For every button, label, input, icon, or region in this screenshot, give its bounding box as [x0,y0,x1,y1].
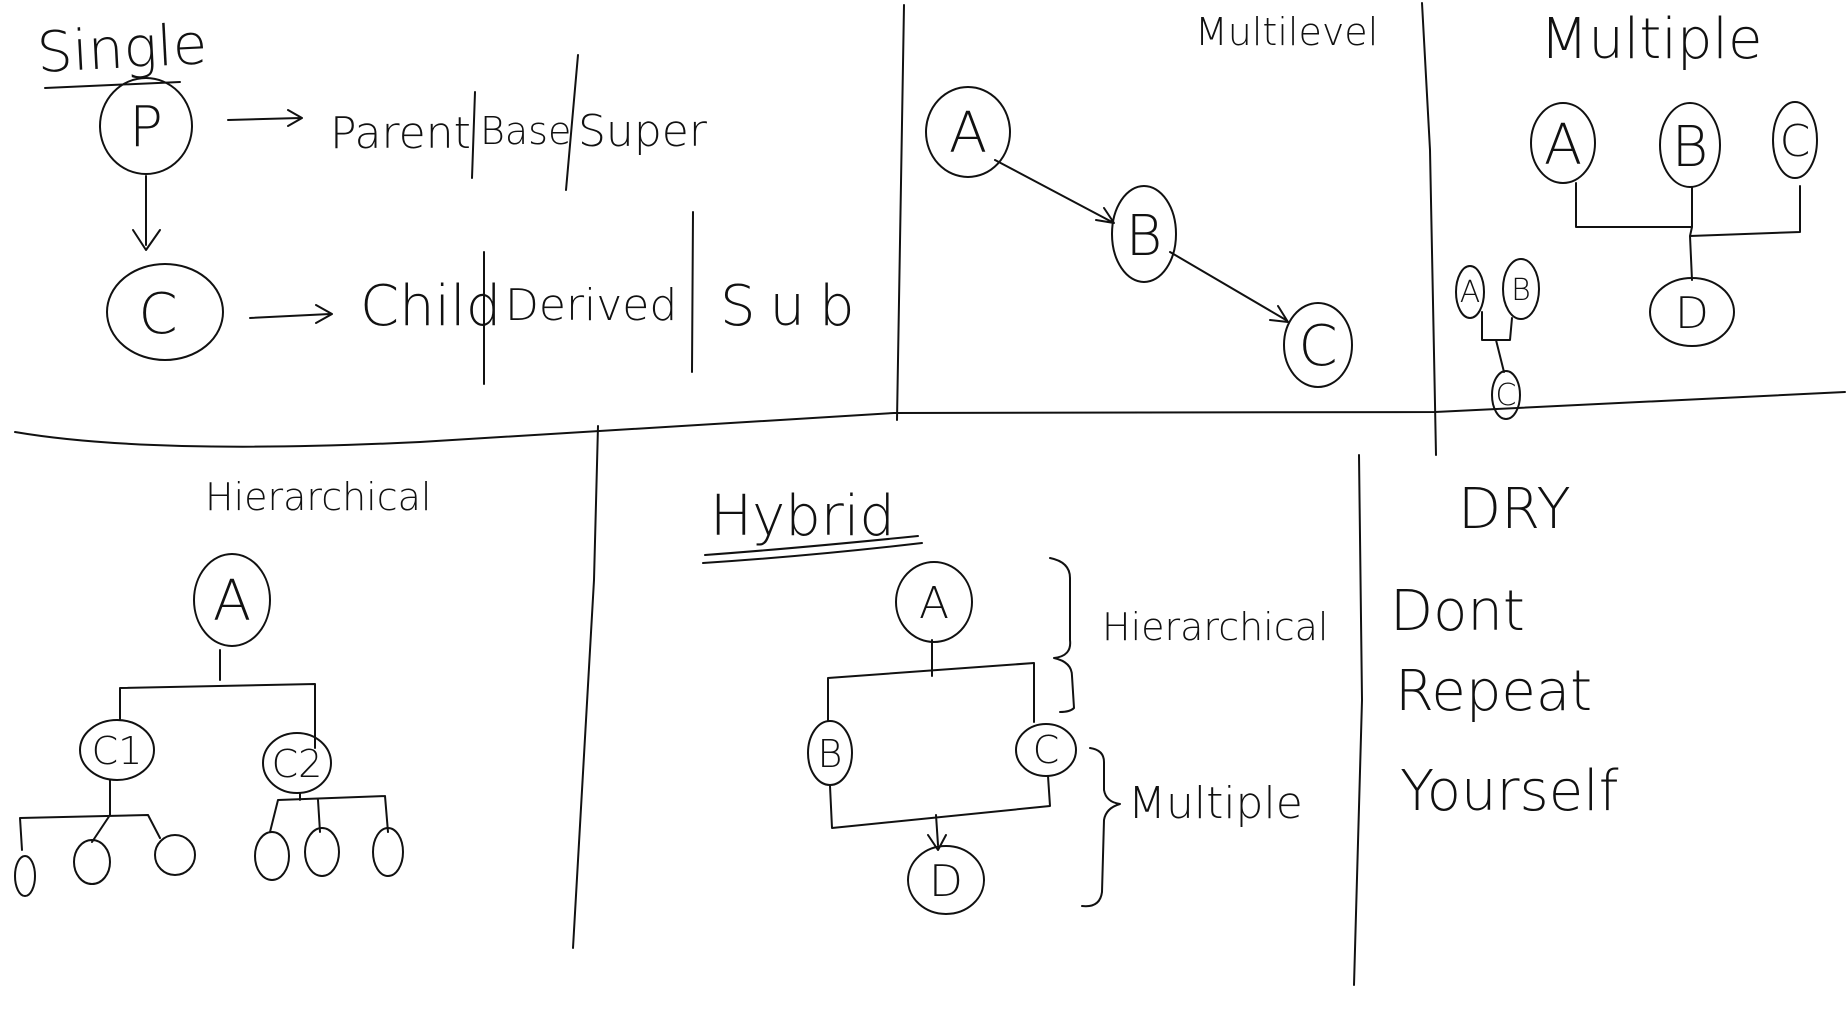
single-inherit-arrow [132,175,161,251]
node-b-label: B [818,732,843,776]
section-dividers [14,2,1846,986]
node-c-label: C [1780,116,1811,167]
node-c [106,263,224,361]
small-multiple-connectors [1481,311,1513,373]
leaf-node [304,827,340,877]
hybrid-bottom-connectors [829,775,1051,851]
leaf-node [372,827,404,877]
leaf-nodes [14,827,404,897]
node-b [807,720,853,786]
leaf-connectors [19,779,389,851]
hybrid-brace-hierarchical: Hierarchical [1102,605,1328,649]
node-a [193,553,271,647]
multiple-brace [1081,747,1121,908]
node-a [1530,102,1596,184]
node-p-label: P [129,95,163,160]
hierarchical-brace [1049,557,1075,713]
node-b [1111,185,1177,283]
node-a-label: A [949,101,987,166]
node-c [1772,101,1818,179]
small-node-a [1455,265,1485,319]
node-d-label: D [929,856,963,907]
hybrid-brace-multiple: Multiple [1128,778,1303,829]
hierarchical-connectors [119,649,316,749]
node-d [907,845,985,915]
dry-title: DRY [1458,477,1571,542]
child-term-derived: Derived [505,280,677,331]
edge-a-to-b [994,159,1115,224]
section-single: Single P C Parent Base Super Child Deriv… [35,12,869,385]
node-c-label: C [138,282,177,347]
dry-line-yourself: Yourself [1400,759,1619,824]
multilevel-title: Multilevel [1195,10,1378,54]
multiple-connectors [1575,182,1801,281]
small-node-a-label: A [1460,275,1481,310]
hierarchical-title: Hierarchical [205,475,431,519]
small-node-b [1502,258,1540,320]
parent-terms-arrow [227,109,303,127]
parent-term-super: Super [578,106,708,157]
parent-term-separator [565,54,579,191]
node-d [1649,277,1735,347]
node-c1-label: C1 [92,729,143,773]
child-term-sub: Sub [720,274,869,339]
node-d-label: D [1675,288,1709,339]
single-title: Single [35,12,208,86]
child-term-child: Child [360,274,501,339]
node-c-label: C [1033,728,1060,772]
child-terms-arrow [249,304,333,324]
section-hybrid: Hybrid A B C D Hierarchical Multiple [702,484,1328,915]
parent-term-base: Base [480,109,571,153]
node-c-label: C [1298,314,1337,379]
leaf-node [73,839,111,885]
node-c2-label: C2 [272,742,323,786]
node-c [1283,302,1353,388]
hybrid-top-connectors [827,639,1035,723]
section-multilevel: Multilevel A B C [925,10,1378,388]
hybrid-title-underline [702,535,923,564]
small-node-c-label: C [1496,378,1517,413]
node-c2 [262,732,332,794]
leaf-node [14,855,36,897]
section-dry: DRY Dont Repeat Yourself [1390,477,1619,824]
small-node-c [1491,370,1521,420]
dry-line-dont: Dont [1390,579,1525,644]
node-c [1015,723,1077,777]
node-b [1659,102,1721,188]
node-a [895,561,973,643]
hybrid-title: Hybrid [710,484,895,549]
dry-line-repeat: Repeat [1395,659,1592,724]
node-b-label: B [1126,204,1163,269]
small-node-b-label: B [1511,273,1531,308]
leaf-node [154,834,196,876]
node-c1 [79,719,155,781]
node-a [925,86,1011,178]
single-title-underline [44,81,181,89]
parent-term-separator [471,91,476,179]
parent-term-parent: Parent [330,108,471,159]
multiple-title: Multiple [1540,7,1762,72]
node-a-label: A [1544,113,1582,178]
node-p [99,77,193,175]
leaf-node [254,831,290,881]
node-a-label: A [213,569,251,634]
section-hierarchical: Hierarchical A C1 C2 [14,475,431,897]
section-multiple: Multiple A B C D A B C [1455,7,1818,420]
node-a-label: A [919,578,949,629]
child-term-separator [691,211,694,373]
node-b-label: B [1672,115,1709,180]
edge-b-to-c [1169,251,1289,323]
